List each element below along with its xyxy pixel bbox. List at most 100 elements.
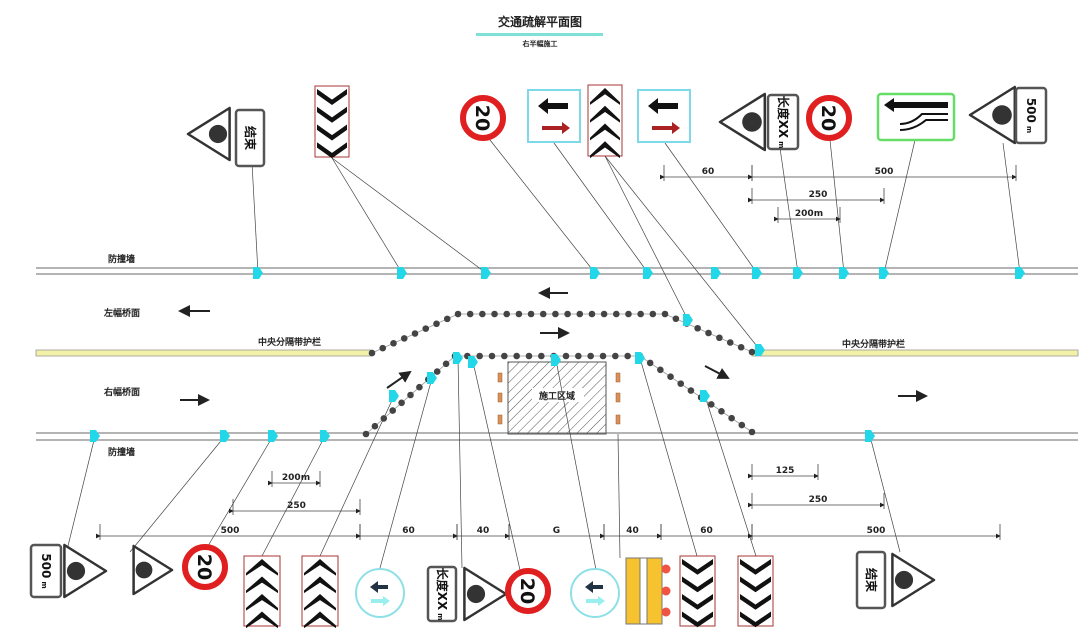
traffic-cone xyxy=(646,359,654,367)
leader-line xyxy=(704,395,757,557)
sign-post-marker xyxy=(700,390,710,402)
leader-line xyxy=(251,162,259,274)
chevron-up-icon xyxy=(590,123,620,141)
leader-line xyxy=(664,142,758,274)
warning-light xyxy=(497,392,503,403)
lane-shift-sign-top-1 xyxy=(527,89,581,143)
chevron-down-icon xyxy=(740,559,771,575)
traffic-cone xyxy=(748,348,756,356)
leader-line xyxy=(319,395,395,557)
work-zone-label: 施工区域 xyxy=(539,390,575,402)
traffic-cone xyxy=(368,349,376,357)
speed-limit-ring xyxy=(460,95,506,141)
sign-plate-text-part: m xyxy=(40,581,48,588)
speed-limit-value: 20 xyxy=(471,105,493,131)
sign-plate-text: 500m xyxy=(1024,98,1038,133)
keep-left-sign xyxy=(570,568,620,618)
keep-left-sign-bottom-1 xyxy=(355,568,405,618)
chevron-up-icon xyxy=(304,611,336,629)
sign-post-marker xyxy=(839,267,849,279)
traffic-arrow xyxy=(386,370,412,389)
sign-post-marker xyxy=(90,430,100,442)
traffic-cone xyxy=(726,339,734,346)
leader-line xyxy=(604,155,689,321)
sign-plate-text-part: 长度XX xyxy=(776,96,791,139)
traffic-cone xyxy=(552,310,559,318)
traffic-cone xyxy=(503,310,511,318)
traffic-cone xyxy=(422,325,430,332)
end-sign-bottom: 结束 xyxy=(855,550,887,610)
leader-line xyxy=(129,435,226,553)
chevron-sign-bottom-3 xyxy=(679,555,716,628)
traffic-cone xyxy=(588,310,596,318)
dimension-label: 500 xyxy=(875,167,894,177)
traffic-cone xyxy=(705,329,712,337)
chevron-down-icon xyxy=(317,124,347,141)
chevron-sign-bottom-4 xyxy=(737,555,774,628)
leader-line xyxy=(67,435,96,547)
roadwork-warning-sign xyxy=(186,106,231,162)
speed-limit-sign: 20 xyxy=(806,95,852,141)
warning-triangle xyxy=(63,543,108,599)
traffic-cone xyxy=(576,310,584,318)
traffic-cone xyxy=(564,310,571,318)
traffic-cone xyxy=(677,380,685,387)
end-sign-top: 结束 xyxy=(234,108,266,168)
arrow-right-icon xyxy=(586,596,605,606)
chevron-down-icon xyxy=(682,559,713,575)
traffic-cone xyxy=(371,422,379,430)
speed-limit-value: 20 xyxy=(817,105,839,131)
warning-lamp xyxy=(661,586,671,596)
arrow-left-icon xyxy=(585,581,603,593)
traffic-cone xyxy=(637,310,644,318)
chevron-sign-bottom-2 xyxy=(301,555,339,629)
sign-plate-text-part: 结束 xyxy=(864,568,879,593)
warning-lamp xyxy=(661,607,671,617)
roadwork-warning-sign xyxy=(891,552,936,608)
work-zone-label-bg xyxy=(532,388,584,402)
sign-plate-text: 结束 xyxy=(243,126,258,151)
warning-triangle xyxy=(186,106,231,162)
traffic-cone xyxy=(649,310,657,318)
sign-plate-text: 结束 xyxy=(864,568,879,593)
traffic-cone xyxy=(491,310,498,318)
traffic-cone xyxy=(443,315,451,323)
chevron-down-icon xyxy=(740,594,771,610)
chevron-up-icon xyxy=(246,576,278,594)
sign-post-marker xyxy=(453,352,463,364)
median-label-left: 中央分隔带护栏 xyxy=(258,336,321,348)
title-rule xyxy=(476,33,603,36)
work-length-sign-bottom: 长度XXm xyxy=(426,565,458,623)
leader-line xyxy=(1002,142,1021,274)
sign-post-marker xyxy=(865,430,875,442)
traffic-cone xyxy=(672,315,680,323)
chevron-up-icon xyxy=(304,559,336,576)
merge-sign xyxy=(876,92,956,142)
traffic-cone xyxy=(661,310,669,318)
warning-triangle xyxy=(132,544,174,596)
traffic-cone xyxy=(716,334,723,342)
sign-post-marker xyxy=(220,430,230,442)
arrow-left-icon xyxy=(884,98,948,112)
sign-plate-text: 长度XXm xyxy=(435,568,450,621)
traffic-cone xyxy=(407,391,414,399)
arrow-right-icon xyxy=(542,122,570,134)
sign-plate xyxy=(426,565,458,623)
roadwork-warning-sign xyxy=(463,566,508,622)
sign-post-marker xyxy=(320,430,330,442)
traffic-cone xyxy=(587,352,594,360)
left-deck-label: 左幅桥面 xyxy=(103,307,140,319)
warning-light xyxy=(615,392,621,403)
distance-sign-top: 500m xyxy=(1014,86,1048,145)
traffic-cone xyxy=(667,373,674,381)
median-label-right: 中央分隔带护栏 xyxy=(842,338,905,350)
traffic-cone xyxy=(525,352,533,360)
chevron-up-icon xyxy=(304,576,336,594)
lane-sign-board xyxy=(527,89,581,143)
roadwork-warning-sign xyxy=(132,544,174,596)
traffic-cone xyxy=(600,310,608,318)
sign-plate-text-part: m xyxy=(1025,126,1033,133)
roadwork-warning-sign xyxy=(63,543,108,599)
roadwork-warning-sign xyxy=(968,85,1017,145)
